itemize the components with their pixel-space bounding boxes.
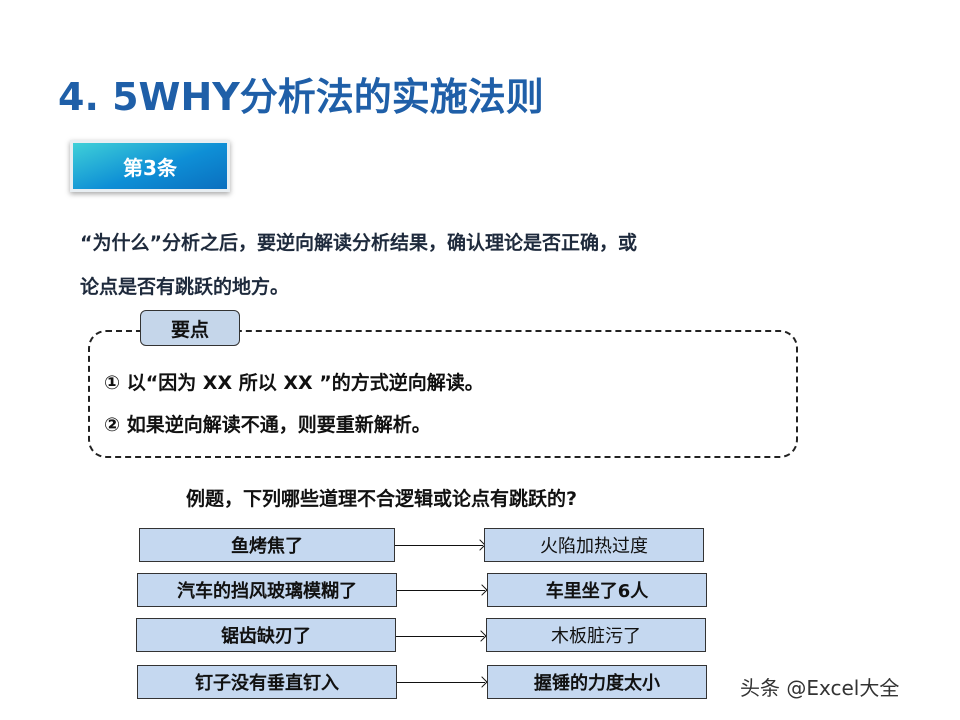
paragraph-line-2: 论点是否有跳跃的地方。: [80, 276, 290, 298]
key-points-box: [88, 330, 798, 458]
cause-box-2: 汽车的挡风玻璃模糊了: [137, 573, 397, 607]
reason-box-4: 握锤的力度太小: [487, 665, 707, 699]
cause-box-3: 锯齿缺刃了: [136, 618, 396, 652]
cause-box-4: 钉子没有垂直钉入: [137, 665, 397, 699]
reason-box-3: 木板脏污了: [486, 618, 706, 652]
watermark: 头条 @Excel大全: [740, 676, 900, 700]
key-point-2: ② 如果逆向解读不通，则要重新解析。: [104, 414, 431, 436]
paragraph-line-1: “为什么”分析之后，要逆向解读分析结果，确认理论是否正确，或: [80, 232, 637, 254]
page-title: 4. 5WHY分析法的实施法则: [58, 75, 544, 119]
arrow-icon: [396, 636, 484, 637]
key-point-1: ① 以“因为 XX 所以 XX ”的方式逆向解读。: [104, 372, 484, 394]
reason-box-1: 火陷加热过度: [484, 528, 704, 562]
key-points-label: 要点: [140, 310, 240, 346]
arrow-icon: [397, 590, 485, 591]
arrow-icon: [395, 545, 483, 546]
rule-badge: 第3条: [70, 140, 230, 192]
example-question: 例题，下列哪些道理不合逻辑或论点有跳跃的?: [186, 488, 578, 510]
arrow-icon: [397, 682, 485, 683]
cause-box-1: 鱼烤焦了: [139, 528, 395, 562]
reason-box-2: 车里坐了6人: [487, 573, 707, 607]
